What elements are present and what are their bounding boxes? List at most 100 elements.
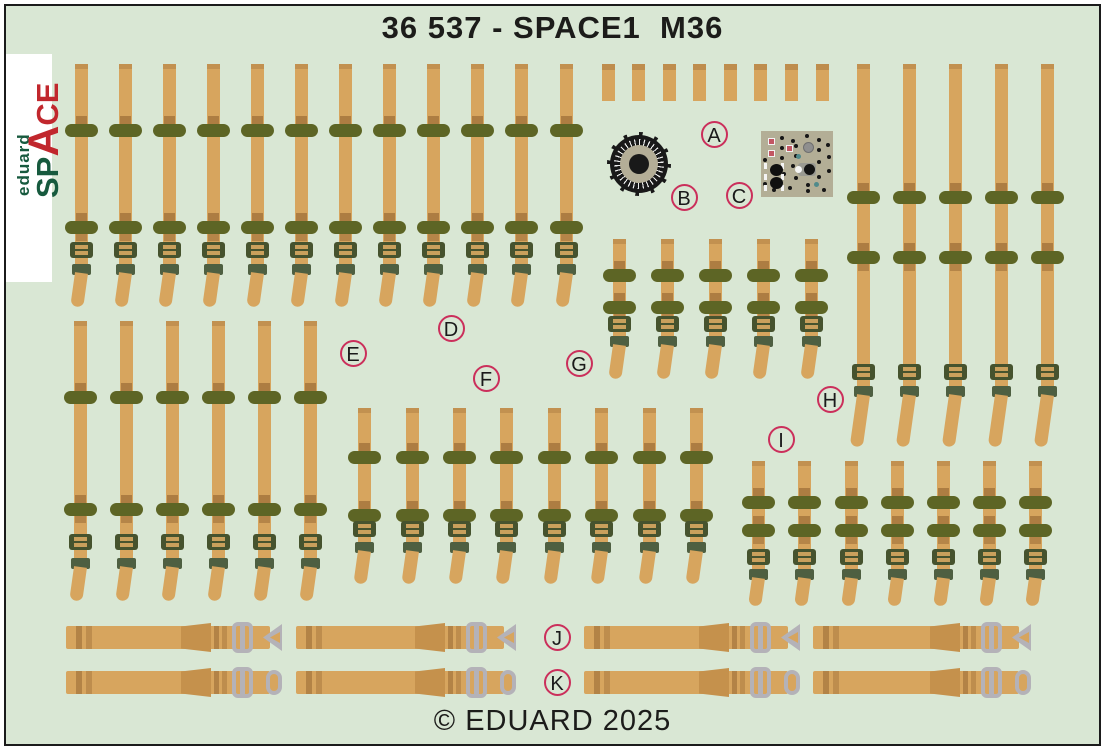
belt-strap	[902, 64, 916, 395]
belt-adjuster-shadow	[75, 116, 87, 125]
belt-adjuster-shadow	[207, 213, 219, 222]
belt-adjuster-shadow	[560, 234, 572, 241]
belt-tail	[289, 272, 308, 308]
belt-strap-end	[499, 408, 513, 413]
harness-fold	[699, 668, 729, 697]
seatbelt-group-h	[1030, 64, 1064, 450]
harness-stitch	[740, 671, 745, 694]
harness-strap	[584, 671, 788, 694]
belt-adjuster-shadow	[339, 234, 351, 241]
seatbelt-group-g	[650, 239, 684, 382]
belt-strap	[303, 321, 317, 567]
belt-strap-end	[890, 461, 904, 466]
belt-strap-end	[405, 408, 419, 413]
buckle-slot	[73, 537, 87, 541]
buckle-slot	[948, 373, 962, 377]
buckle-slot	[338, 245, 352, 249]
belt-slide-bar	[395, 451, 429, 464]
harness-slider-buckle	[466, 667, 487, 698]
belt-buckle	[792, 549, 816, 565]
panel-light-teal	[814, 182, 819, 187]
belt-adjuster-shadow	[304, 516, 316, 523]
belt-slide-bar	[926, 524, 960, 537]
panel-rivet	[805, 134, 809, 138]
belt-adjuster-shadow	[805, 293, 817, 302]
harness-end-dring	[500, 670, 516, 695]
belt-adjuster-shadow	[471, 234, 483, 241]
belt-buckle	[885, 549, 909, 565]
belt-slide-bar	[63, 503, 97, 516]
belt-buckle	[465, 242, 489, 258]
belt-adjuster-shadow	[258, 495, 270, 504]
belt-keeper-band	[853, 386, 873, 397]
belt-strap-end	[936, 461, 950, 466]
belt-slide-bar	[846, 251, 880, 264]
harness-stitch	[833, 671, 839, 694]
belt-slide-bar	[537, 509, 571, 522]
belt-adjuster-shadow	[515, 116, 527, 125]
belt-slide-bar	[834, 496, 868, 509]
belt-tail	[684, 550, 703, 585]
harness-slider-buckle	[981, 667, 1002, 698]
harness-stitch	[76, 671, 82, 694]
belt-strip-end	[662, 64, 676, 70]
belt-tail	[1024, 577, 1042, 607]
belt-adjuster-shadow	[304, 495, 316, 504]
harness-stitch	[823, 671, 829, 694]
belt-adjuster-shadow	[212, 383, 224, 392]
panel-rivet	[788, 186, 792, 190]
seatbelt-group-h	[846, 64, 880, 450]
belt-buckle	[589, 521, 613, 537]
belt-keeper-band	[945, 386, 965, 397]
buckle-slot	[162, 245, 176, 249]
buckle-slot	[856, 373, 870, 377]
belt-tail	[157, 272, 176, 308]
belt-adjuster-shadow	[949, 243, 961, 252]
belt-buckle	[298, 534, 322, 550]
belt-buckle	[1023, 549, 1047, 565]
belt-adjuster-shadow	[937, 537, 949, 544]
belt-slide-bar	[63, 391, 97, 404]
belt-strap-end	[73, 321, 87, 326]
harness-stitch	[456, 626, 461, 649]
belt-buckle	[637, 521, 661, 537]
belt-strap-end	[804, 239, 818, 244]
belt-keeper-band	[705, 336, 725, 347]
panel-rivet	[763, 158, 767, 162]
seatbelt-group-d	[240, 64, 274, 310]
belt-slide-bar	[64, 124, 98, 137]
seatbelt-group-e	[109, 321, 143, 604]
panel-rivet	[817, 175, 821, 179]
harness-strap	[584, 626, 788, 649]
belt-adjuster-shadow	[983, 516, 995, 525]
belt-adjuster-shadow	[166, 383, 178, 392]
buckle-slot	[257, 537, 271, 541]
slider-center-bar	[758, 626, 763, 649]
belt-keeper-band	[899, 386, 919, 397]
copyright-text: © EDUARD 2025	[433, 705, 672, 737]
belt-slide-bar	[549, 221, 583, 234]
buckle-slot	[902, 367, 916, 371]
belt-slide-bar	[442, 509, 476, 522]
belt-buckle	[289, 242, 313, 258]
seatbelt-group-i	[926, 461, 960, 609]
belt-tail	[542, 550, 561, 585]
belt-adjuster-shadow	[757, 293, 769, 302]
belt-buckle	[703, 316, 727, 332]
belt-slide-bar	[1018, 524, 1052, 537]
seatbelt-group-i	[787, 461, 821, 609]
belt-buckle	[447, 521, 471, 537]
belt-buckle	[206, 534, 230, 550]
seatbelt-group-d	[416, 64, 450, 310]
belt-tail	[703, 344, 722, 380]
belt-slide-bar	[787, 524, 821, 537]
belt-keeper-band	[591, 542, 611, 553]
belt-adjuster-shadow	[903, 243, 915, 252]
seatbelt-group-f	[347, 408, 381, 587]
belt-keeper-band	[887, 569, 907, 580]
belt-buckle	[746, 549, 770, 565]
sheet-content-layer: 36 537 - SPACE1 M36 eduard SPACE © EDUAR…	[6, 6, 1099, 744]
harness-belt-K	[66, 667, 282, 698]
harness-fold	[930, 623, 960, 652]
belt-adjuster-shadow	[406, 501, 418, 510]
